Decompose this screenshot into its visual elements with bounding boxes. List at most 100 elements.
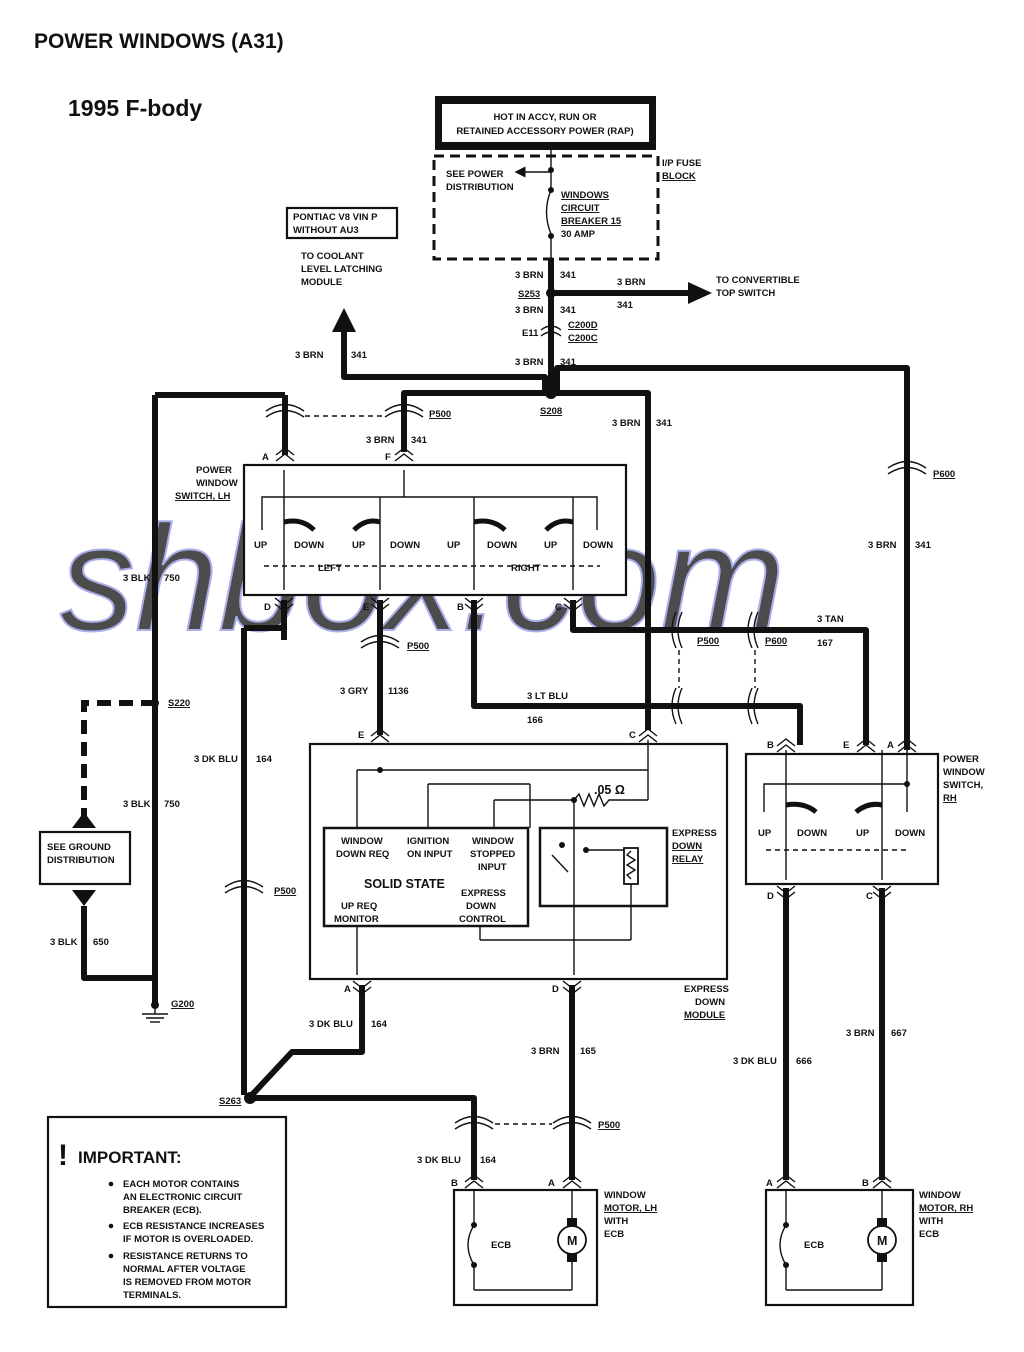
relay-label-1: EXPRESS xyxy=(672,828,717,839)
motor-rh-name-4: ECB xyxy=(919,1229,939,1240)
wire-label: 341 xyxy=(560,357,577,368)
module-label: MONITOR xyxy=(334,914,379,925)
breaker-line-4: 30 AMP xyxy=(561,229,596,240)
module-label: ON INPUT xyxy=(407,849,453,860)
rh-down-1: DOWN xyxy=(797,828,827,839)
lh-down-4: DOWN xyxy=(583,540,613,551)
pin-label: F xyxy=(385,452,391,463)
important-line: TERMINALS. xyxy=(123,1290,181,1301)
wire-label: 750 xyxy=(164,573,180,584)
module-output-wires xyxy=(244,985,592,1180)
wire-label: 3 DK BLU xyxy=(194,754,238,765)
wire-label: 167 xyxy=(817,638,833,649)
page-subtitle: 1995 F-body xyxy=(68,95,202,121)
coolant-note-3: MODULE xyxy=(301,277,342,288)
wire-label: 3 BRN xyxy=(515,270,544,281)
rh-up-1: UP xyxy=(758,828,772,839)
connector-p500: P500 xyxy=(429,409,451,420)
express-down-module xyxy=(308,740,729,981)
rh-switch-name-2: WINDOW xyxy=(943,767,985,778)
ground-distribution xyxy=(38,699,168,1023)
important-line: ECB RESISTANCE INCREASES xyxy=(123,1221,264,1232)
fuse-block-name-1: I/P FUSE xyxy=(662,158,701,169)
connector-e11: E11 xyxy=(522,328,539,339)
lh-down-3: DOWN xyxy=(487,540,517,551)
lh-switch-name-3: SWITCH, LH xyxy=(175,491,231,502)
main-feed-wires xyxy=(332,258,910,750)
fuse-block-name-2: BLOCK xyxy=(662,171,696,182)
breaker-line-3: BREAKER 15 xyxy=(561,216,622,227)
wire-label: 650 xyxy=(93,937,109,948)
coolant-note-1: TO COOLANT xyxy=(301,251,364,262)
motor-rh-name-2: MOTOR, RH xyxy=(919,1203,973,1214)
lh-up-2: UP xyxy=(352,540,366,551)
lh-up-3: UP xyxy=(447,540,461,551)
wire-label: 3 BLK xyxy=(123,799,151,810)
rh-switch-name-4: RH xyxy=(943,793,957,804)
ground-box-line-2: DISTRIBUTION xyxy=(47,855,115,866)
warning-icon: ! xyxy=(58,1139,68,1172)
window-motor-lh xyxy=(452,1188,599,1307)
pin-label: A xyxy=(548,1178,555,1189)
motor-lh-name-1: WINDOW xyxy=(604,1190,646,1201)
wire-label: 3 DK BLU xyxy=(309,1019,353,1030)
module-name-1: EXPRESS xyxy=(684,984,729,995)
relay-label-3: RELAY xyxy=(672,854,704,865)
p600-right-connector xyxy=(887,460,927,475)
wire-label: 3 DK BLU xyxy=(417,1155,461,1166)
connector-p500: P500 xyxy=(697,636,719,647)
wire-label: 3 BRN xyxy=(531,1046,560,1057)
lh-down-2: DOWN xyxy=(390,540,420,551)
see-power-line-2: DISTRIBUTION xyxy=(446,182,514,193)
wire-label: 3 BRN xyxy=(617,277,646,288)
important-line: EACH MOTOR CONTAINS xyxy=(123,1179,239,1190)
convertible-arrow xyxy=(688,282,712,304)
module-label: STOPPED xyxy=(470,849,515,860)
pin-label: A xyxy=(887,740,894,751)
pin-chevrons xyxy=(274,447,917,1189)
module-label: INPUT xyxy=(478,862,507,873)
wire-label: 341 xyxy=(656,418,673,429)
wire-label: 341 xyxy=(411,435,428,446)
power-source-line-2: RETAINED ACCESSORY POWER (RAP) xyxy=(456,126,633,137)
pin-label: A xyxy=(344,984,351,995)
wire-label: 341 xyxy=(560,305,577,316)
pin-label: D xyxy=(552,984,559,995)
connector-c200c: C200C xyxy=(568,333,598,344)
rh-down-2: DOWN xyxy=(895,828,925,839)
important-note: ! IMPORTANT: xyxy=(46,1115,288,1309)
wire-label: 3 DK BLU xyxy=(733,1056,777,1067)
lh-switch-name-1: POWER xyxy=(196,465,232,476)
wire-label: 667 xyxy=(891,1028,907,1039)
power-source-line-1: HOT IN ACCY, RUN OR xyxy=(493,112,596,123)
connector-p500: P500 xyxy=(407,641,429,652)
pin-label: C xyxy=(866,891,873,902)
module-label: DOWN REQ xyxy=(336,849,389,860)
ground-box-line-1: SEE GROUND xyxy=(47,842,111,853)
splice-s253-label: S253 xyxy=(518,289,540,300)
wire-label: 3 GRY xyxy=(340,686,369,697)
important-line: IS REMOVED FROM MOTOR xyxy=(123,1277,251,1288)
important-line: NORMAL AFTER VOLTAGE xyxy=(123,1264,246,1275)
wire-label: 3 BRN xyxy=(868,540,897,551)
wire-label: 164 xyxy=(480,1155,497,1166)
lh-right-label: RIGHT xyxy=(511,563,541,574)
motor-rh-name-1: WINDOW xyxy=(919,1190,961,1201)
splice-s263-label: S263 xyxy=(219,1096,241,1107)
rh-switch xyxy=(744,750,940,886)
module-solid-state: SOLID STATE xyxy=(364,877,445,891)
pin-label: A xyxy=(766,1178,773,1189)
lh-up-1: UP xyxy=(254,540,268,551)
wire-label: 341 xyxy=(351,350,368,361)
module-label: WINDOW xyxy=(472,836,514,847)
motor-lh-m: M xyxy=(567,1234,577,1248)
motor-lh-name-4: ECB xyxy=(604,1229,624,1240)
pin-label: B xyxy=(451,1178,458,1189)
module-label: CONTROL xyxy=(459,914,506,925)
wire-label: 3 LT BLU xyxy=(527,691,568,702)
splice-s208-label: S208 xyxy=(540,406,562,417)
pontiac-line-1: PONTIAC V8 VIN P xyxy=(293,212,378,223)
window-motor-rh xyxy=(764,1188,915,1307)
wire-label: 3 BRN xyxy=(846,1028,875,1039)
